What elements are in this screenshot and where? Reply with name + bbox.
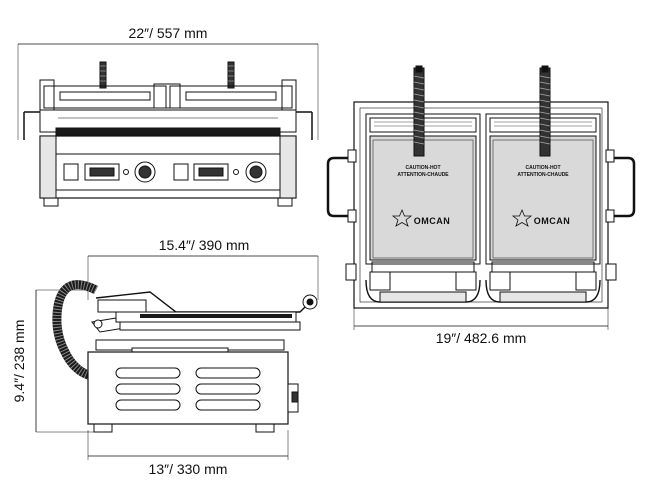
front-hinge-right — [281, 79, 297, 111]
side-depth-bottom-label: 13″/ 330 mm — [149, 461, 228, 477]
front-base-side-right — [279, 135, 297, 199]
top-clip-left-a — [369, 271, 391, 291]
side-pivot — [93, 319, 103, 329]
top-handle-left — [413, 65, 425, 157]
side-foot-rear — [255, 423, 275, 433]
front-knob-right — [245, 161, 267, 183]
front-hinge-center — [153, 83, 181, 109]
top-caution-right-line2: ATTENTION-CHAUDE — [517, 172, 569, 178]
front-indicator-left — [123, 169, 129, 175]
front-power-switch-right — [173, 163, 189, 181]
top-front-bar-left — [371, 261, 475, 273]
front-lid-frame-left — [43, 85, 167, 109]
side-upper-housing — [119, 321, 301, 331]
side-height-label: 9.4″/ 238 mm — [11, 320, 27, 403]
front-bar-left — [59, 91, 151, 101]
front-base-side-left — [39, 135, 57, 199]
front-width-label: 22″/ 557 mm — [129, 25, 208, 41]
front-display-right — [193, 163, 229, 181]
front-knob-left — [134, 161, 156, 183]
front-display-left — [84, 163, 120, 181]
top-brand-left: OMCAN — [414, 216, 451, 226]
top-star-icon-right — [511, 208, 533, 227]
front-bar-right — [185, 91, 277, 101]
top-clip-right-a — [489, 271, 511, 291]
top-clip-right-b — [575, 271, 597, 291]
top-outer-frame — [353, 101, 609, 309]
side-vents-right — [195, 367, 261, 411]
top-star-icon-left — [391, 208, 413, 227]
top-handle-right — [539, 65, 551, 157]
top-side-handle-left — [326, 156, 354, 218]
side-foot-front — [93, 423, 113, 433]
front-foot-left — [43, 197, 59, 207]
front-view — [17, 43, 319, 207]
front-handle-left — [99, 61, 107, 89]
top-side-handle-right — [608, 156, 636, 218]
side-hinge-block — [97, 299, 147, 313]
top-caution-right-line1: CAUTION-HOT — [526, 165, 561, 171]
top-caution-left-line1: CAUTION-HOT — [406, 165, 441, 171]
top-caution-left-line2: ATTENTION-CHAUDE — [397, 172, 449, 178]
side-view — [35, 255, 319, 460]
front-power-switch-left — [63, 163, 79, 181]
top-width-label: 19″/ 482.6 mm — [436, 330, 527, 346]
top-view — [326, 65, 636, 330]
top-brand-right: OMCAN — [534, 216, 571, 226]
front-lid-frame-right — [169, 85, 293, 109]
side-vents-left — [115, 367, 181, 411]
front-hinge-left — [39, 79, 55, 111]
top-front-bar-right — [491, 261, 595, 273]
front-foot-right — [277, 197, 293, 207]
front-indicator-right — [233, 169, 239, 175]
front-grill-plate — [55, 127, 281, 137]
top-grip-left — [379, 291, 467, 303]
front-handle-right — [227, 61, 235, 89]
top-grip-right — [499, 291, 587, 303]
top-clip-left-b — [455, 271, 477, 291]
side-depth-top-label: 15.4″/ 390 mm — [159, 237, 250, 253]
